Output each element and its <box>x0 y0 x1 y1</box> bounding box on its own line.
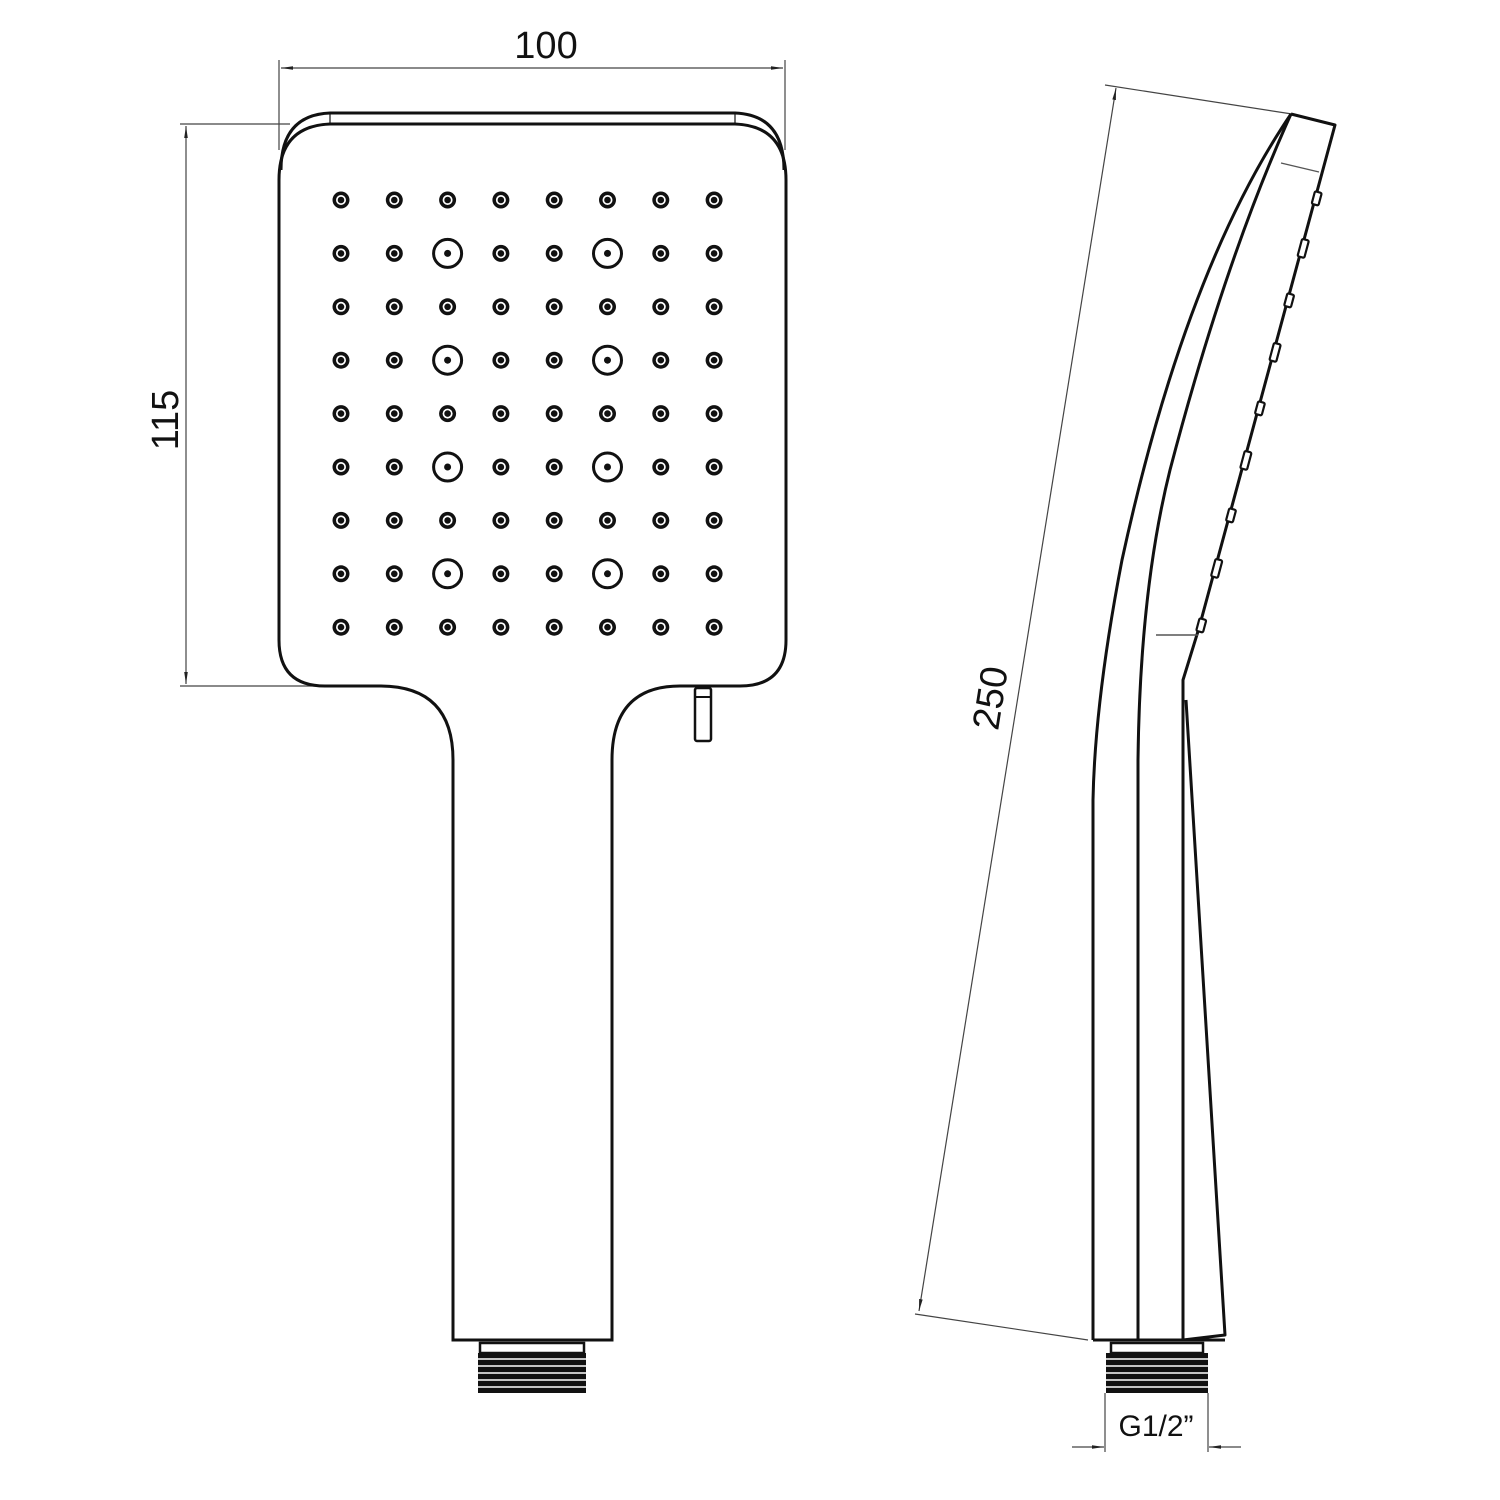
nozzle-icon <box>385 244 403 262</box>
nozzle-icon <box>332 511 350 529</box>
nozzle-icon <box>492 565 510 583</box>
nozzle-icon <box>545 351 563 369</box>
nozzle-icon <box>599 298 616 316</box>
nozzle-icon <box>652 191 670 209</box>
nozzle-icon <box>705 618 723 636</box>
large-nozzle-icon <box>592 558 623 590</box>
large-nozzle-icon <box>432 344 464 376</box>
side-nozzle-icon <box>1195 617 1208 634</box>
nozzle-icon <box>385 351 403 369</box>
width-dimension-label: 100 <box>514 25 577 67</box>
front-view: 100 115 <box>145 25 788 1393</box>
nozzle-icon <box>332 244 350 262</box>
side-nozzle-icon <box>1210 558 1224 579</box>
nozzle-icon <box>652 298 670 316</box>
nozzle-icon <box>545 244 563 262</box>
nozzle-icon <box>492 298 510 316</box>
large-nozzle-icon <box>432 451 464 483</box>
nozzle-icon <box>385 298 403 316</box>
length-dimension <box>914 84 1293 1341</box>
side-nozzle-icon <box>1225 507 1237 524</box>
nozzle-icon <box>492 191 510 209</box>
large-nozzle-icon <box>432 237 464 269</box>
nozzle-icon <box>332 351 350 369</box>
nozzle-icon <box>652 565 670 583</box>
side-body-outline <box>1091 112 1337 1342</box>
height-dimension-label: 115 <box>145 390 187 451</box>
side-nozzle-icon <box>1296 238 1310 259</box>
nozzle-icon <box>652 511 670 529</box>
nozzle-icon <box>545 191 563 209</box>
nozzle-icon <box>439 298 457 316</box>
nozzle-icon <box>385 405 403 423</box>
width-dimension <box>278 60 786 150</box>
nozzle-icon <box>439 511 457 529</box>
side-nozzle-icon <box>1283 292 1295 309</box>
nozzle-icon <box>332 618 350 636</box>
nozzle-icon <box>492 244 510 262</box>
nozzle-icon <box>652 458 670 476</box>
nozzle-icon <box>439 405 457 423</box>
height-dimension <box>180 123 320 687</box>
large-nozzle-icon <box>432 558 464 590</box>
large-nozzle-icon <box>592 344 623 376</box>
nozzle-icon <box>599 191 616 209</box>
side-nozzle-icon <box>1254 400 1266 417</box>
side-nozzle-icon <box>1239 450 1253 471</box>
nozzle-icon <box>492 511 510 529</box>
nozzle-icon <box>705 298 723 316</box>
side-nozzle-icon <box>1310 190 1323 207</box>
nozzle-icon <box>599 405 616 423</box>
large-nozzle-icon <box>592 451 623 483</box>
nozzle-icon <box>385 511 403 529</box>
nozzle-icon <box>545 618 563 636</box>
nozzle-icon <box>599 511 616 529</box>
nozzle-icon <box>385 191 403 209</box>
shower-head-outline <box>277 111 788 1342</box>
nozzle-icon <box>439 618 457 636</box>
large-nozzle-icon <box>592 237 623 269</box>
nozzle-icon <box>599 618 616 636</box>
length-dimension-label: 250 <box>965 664 1016 733</box>
nozzle-icon <box>652 351 670 369</box>
side-view: 250 <box>914 84 1337 1452</box>
nozzle-icon <box>545 511 563 529</box>
nozzle-icon <box>332 565 350 583</box>
nozzle-icon <box>492 405 510 423</box>
thread-size-label: G1/2” <box>1118 1410 1193 1443</box>
nozzle-icon <box>705 405 723 423</box>
nozzle-icon <box>492 618 510 636</box>
nozzle-icon <box>652 244 670 262</box>
nozzle-icon <box>545 458 563 476</box>
nozzle-icon <box>385 618 403 636</box>
side-nozzle-icon <box>1268 342 1282 363</box>
nozzle-icon <box>705 458 723 476</box>
nozzle-icon <box>545 405 563 423</box>
thread-connector-side <box>1106 1341 1208 1393</box>
nozzle-icon <box>439 191 457 209</box>
nozzle-icon <box>705 191 723 209</box>
nozzle-icon <box>492 458 510 476</box>
nozzle-icon <box>545 565 563 583</box>
nozzle-icon <box>545 298 563 316</box>
nozzle-icon <box>332 405 350 423</box>
nozzle-icon <box>332 458 350 476</box>
nozzle-icon <box>332 191 350 209</box>
mode-button <box>693 686 713 743</box>
nozzle-icon <box>385 565 403 583</box>
nozzle-icon <box>652 405 670 423</box>
thread-connector-front <box>478 1341 586 1393</box>
nozzle-icon <box>705 565 723 583</box>
nozzle-icon <box>492 351 510 369</box>
nozzle-icon <box>705 244 723 262</box>
nozzle-grid <box>332 191 723 636</box>
nozzle-icon <box>385 458 403 476</box>
nozzle-icon <box>332 298 350 316</box>
nozzle-icon <box>705 351 723 369</box>
side-nozzle-bumps <box>1195 190 1323 634</box>
thread-dimension <box>1072 1393 1241 1452</box>
nozzle-icon <box>652 618 670 636</box>
nozzle-icon <box>705 511 723 529</box>
